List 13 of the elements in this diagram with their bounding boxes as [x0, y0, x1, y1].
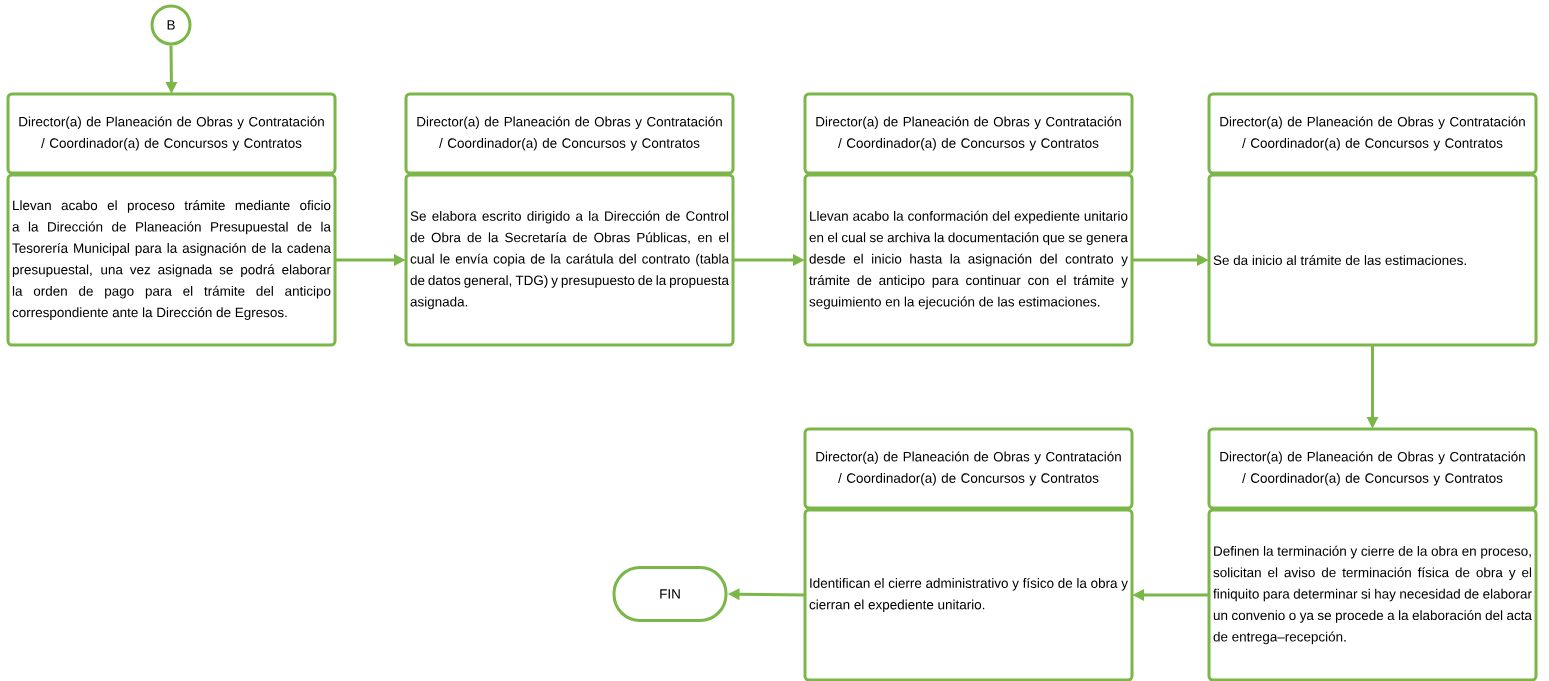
process-card: Director(a) de Planeación de Obras y Contratación / Coordinador(a) de Concursos y Contratos Identifican el cierre administrativo y físico de la obra y cierran el expediente unitario. [803, 427, 1134, 681]
process-card: Director(a) de Planeación de Obras y Contratación / Coordinador(a) de Concursos y Contratos Se da inicio al trámite de las estimaciones. [1207, 92, 1538, 347]
node-label: Director(a) de Planeación de Obras y Contratación / Coordinador(a) de Concursos y Contratos [1220, 116, 1525, 151]
process-card: Director(a) de Planeación de Obras y Contratación / Coordinador(a) de Concursos y Contratos Llevan acabo la conformación del expediente unitario en el cual se archiva la documentación que se genera desde el inicio hasta la asignación del contrato y trámite de anticipo para continuar con el trámite y seguimiento en la ejecución de las estimaciones. [803, 92, 1134, 347]
process-card: Director(a) de Planeación de Obras y Contratación / Coordinador(a) de Concursos y Contratos Se elabora escrito dirigido a la Dirección de Control de Obra de la Secretaría de Obras Públicas, en el cual le envía copia de la carátula del contrato (tabla de datos general, TDG) y presupuesto de la propuesta asignada. [404, 92, 735, 347]
node-label: Director(a) de Planeación de Obras y Contratación / Coordinador(a) de Concursos y Contratos [816, 116, 1121, 151]
process-card: Director(a) de Planeación de Obras y Contratación / Coordinador(a) de Concursos y Contratos Definen la terminación y cierre de la obra en proceso, solicitan el aviso de terminación física de obra y el finiquito para determinar si hay necesidad de elaborar un convenio o ya se procede a la elaboración del acta de entrega–recepción. [1207, 427, 1538, 681]
node-label: Director(a) de Planeación de Obras y Contratación / Coordinador(a) de Concursos y Contratos [816, 451, 1121, 486]
process-card: Director(a) de Planeación de Obras y Contratación / Coordinador(a) de Concursos y Contratos Llevan acabo el proceso trámite mediante oficio a la Dirección de Planeación Presupuestal de la Tesorería Municipal para la asignación de la cadena presupuestal, una vez asignada se podrá elaborar la orden de pago para el trámite del anticipo correspondiente ante la Dirección de Egresos. [6, 92, 337, 347]
node-label: Director(a) de Planeación de Obras y Contratación / Coordinador(a) de Concursos y Contratos [19, 116, 324, 151]
node-label: Director(a) de Planeación de Obras y Contratación / Coordinador(a) de Concursos y Contratos [417, 116, 722, 151]
node-label: Director(a) de Planeación de Obras y Contratación / Coordinador(a) de Concursos y Contratos [1220, 451, 1525, 486]
end-terminal: FIN [612, 566, 728, 622]
